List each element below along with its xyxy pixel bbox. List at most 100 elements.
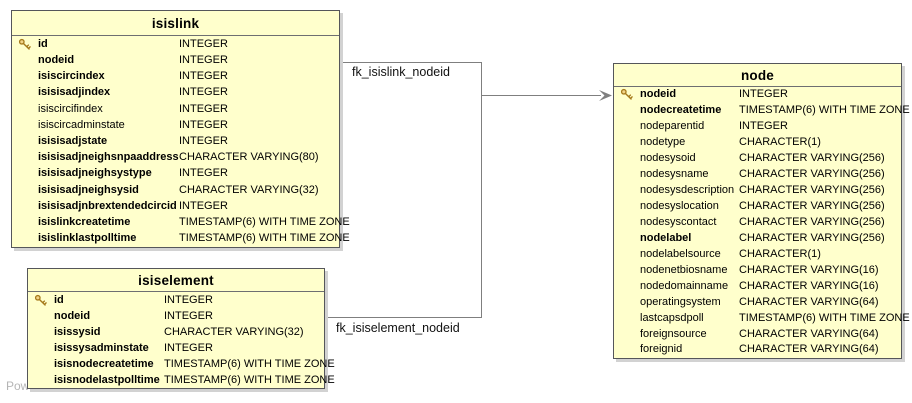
table-row: nodeid INTEGER [28, 308, 324, 324]
table-row: id INTEGER [12, 36, 339, 52]
table-row: nodesyscontact CHARACTER VARYING(256) [614, 215, 901, 231]
column-name: isiscircindex [38, 70, 105, 83]
watermark: Pow [6, 379, 30, 393]
column-type: INTEGER [179, 135, 228, 148]
column-type: INTEGER [179, 86, 228, 99]
column-type: INTEGER [179, 167, 228, 180]
column-name: nodesysdescription [640, 184, 735, 197]
column-name: nodesysoid [640, 152, 696, 165]
column-type: CHARACTER VARYING(256) [739, 200, 885, 213]
column-name: isisisadjindex [38, 86, 111, 99]
table-row: isisisadjindex INTEGER [12, 85, 339, 101]
column-name: nodeparentid [640, 120, 705, 133]
column-type: CHARACTER VARYING(32) [164, 325, 304, 338]
arrowhead-icon [599, 90, 612, 101]
table-row: isissysadminstate INTEGER [28, 340, 324, 356]
fk-isislink-nodeid-label: fk_isislink_nodeid [352, 65, 450, 79]
column-type: CHARACTER VARYING(64) [739, 295, 879, 308]
column-name: lastcapsdpoll [640, 311, 704, 324]
column-name: nodeid [38, 53, 75, 66]
table-row: nodeid INTEGER [12, 52, 339, 68]
column-type: CHARACTER(1) [739, 136, 821, 149]
fk-isiselement-nodeid-label: fk_isiselement_nodeid [336, 321, 460, 335]
column-name: nodeid [54, 309, 91, 322]
primary-key-icon [614, 88, 640, 101]
table-row: isisisadjneighsysid CHARACTER VARYING(32) [12, 182, 339, 198]
primary-key-icon [28, 294, 54, 307]
column-name: isisisadjneighsysid [38, 183, 139, 196]
column-type: INTEGER [164, 293, 213, 306]
column-type: INTEGER [164, 309, 213, 322]
column-name: foreignid [640, 343, 683, 356]
column-type: CHARACTER VARYING(32) [179, 183, 319, 196]
column-type: CHARACTER VARYING(80) [179, 151, 319, 164]
column-type: INTEGER [179, 102, 228, 115]
column-type: INTEGER [739, 120, 788, 133]
table-row: nodeparentid INTEGER [614, 119, 901, 135]
table-title: node [614, 64, 901, 87]
column-name: nodetype [640, 136, 686, 149]
column-name: isiscircadminstate [38, 118, 125, 131]
column-name: id [54, 293, 64, 306]
table-row: isisisadjneighsystype INTEGER [12, 166, 339, 182]
column-name: isislinklastpolltime [38, 232, 137, 245]
column-name: isisisadjneighsystype [38, 167, 152, 180]
table-row: nodeid INTEGER [614, 87, 901, 103]
column-name: nodecreatetime [640, 104, 722, 117]
column-type: INTEGER [164, 341, 213, 354]
column-name: isiscircifindex [38, 102, 103, 115]
column-name: isissysid [54, 325, 101, 338]
column-name: isisnodecreatetime [54, 357, 154, 370]
column-name: operatingsystem [640, 295, 721, 308]
table-row: isisnodecreatetime TIMESTAMP(6) WITH TIME… [28, 356, 335, 372]
table-title: isiselement [28, 269, 324, 292]
column-name: nodesysname [640, 168, 709, 181]
column-name: isisisadjneighsnpaaddress [38, 151, 179, 164]
column-type: TIMESTAMP(6) WITH TIME ZONE [739, 311, 910, 324]
column-type: CHARACTER VARYING(256) [739, 231, 885, 244]
table-row: nodecreatetime TIMESTAMP(6) WITH TIME ZON… [614, 103, 910, 119]
column-type: CHARACTER(1) [739, 247, 821, 260]
table-row: isissysid CHARACTER VARYING(32) [28, 324, 324, 340]
column-name: foreignsource [640, 327, 707, 340]
column-name: isisisadjstate [38, 135, 108, 148]
table-row: isisnodelastpolltime TIMESTAMP(6) WITH TI… [28, 372, 335, 388]
table-row: isiscircadminstate INTEGER [12, 117, 339, 133]
column-type: TIMESTAMP(6) WITH TIME ZONE [164, 357, 335, 370]
column-type: INTEGER [739, 88, 788, 101]
column-type: INTEGER [179, 118, 228, 131]
column-name: nodeid [640, 88, 677, 101]
column-type: INTEGER [179, 53, 228, 66]
column-name: isissysadminstate [54, 341, 149, 354]
column-type: TIMESTAMP(6) WITH TIME ZONE [164, 373, 335, 386]
column-name: nodedomainname [640, 279, 729, 292]
fk-isiselement-nodeid-line [325, 95, 482, 318]
table-row: foreignsource CHARACTER VARYING(64) [614, 326, 901, 342]
column-name: isisnodelastpolltime [54, 373, 160, 386]
column-type: TIMESTAMP(6) WITH TIME ZONE [739, 104, 910, 117]
column-type: CHARACTER VARYING(256) [739, 215, 885, 228]
column-type: INTEGER [179, 37, 228, 50]
table-row: id INTEGER [28, 292, 324, 308]
table-row: operatingsystem CHARACTER VARYING(64) [614, 294, 901, 310]
column-type: CHARACTER VARYING(64) [739, 327, 879, 340]
column-name: id [38, 37, 48, 50]
column-name: nodesyscontact [640, 215, 717, 228]
column-name: nodenetbiosname [640, 263, 728, 276]
table-row: isisisadjstate INTEGER [12, 133, 339, 149]
